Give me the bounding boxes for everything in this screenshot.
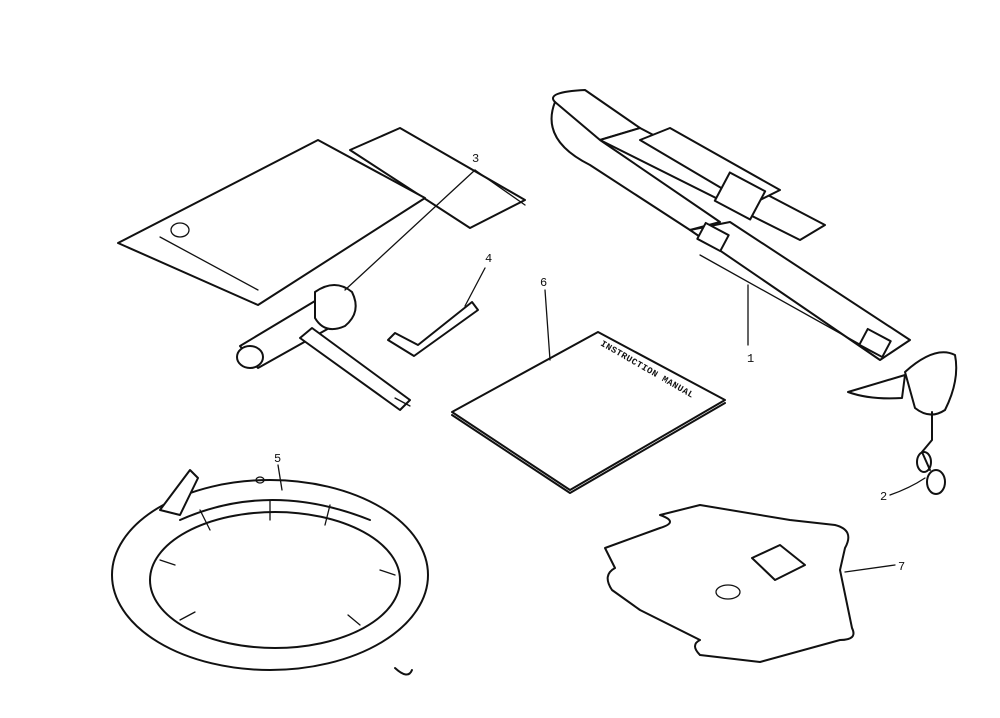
- callout-3: 3: [472, 152, 479, 166]
- blade-guard-ring: [111, 469, 429, 676]
- cutting-blade: [604, 504, 855, 663]
- shoulder-harness: [550, 89, 958, 416]
- callout-2: 2: [880, 490, 887, 504]
- callout-5: 5: [274, 452, 281, 466]
- tool-bag: [117, 127, 526, 306]
- hex-wrench: [387, 301, 479, 357]
- callout-1: 1: [747, 352, 754, 366]
- snap-hook: [916, 411, 946, 495]
- callout-4: 4: [485, 252, 492, 266]
- instruction-manual: INSTRUCTION MANUAL: [451, 331, 726, 494]
- callout-6: 6: [540, 276, 547, 290]
- spark-plug-wrench: [236, 284, 411, 411]
- leader-lines: [277, 169, 926, 573]
- callout-7: 7: [898, 560, 905, 574]
